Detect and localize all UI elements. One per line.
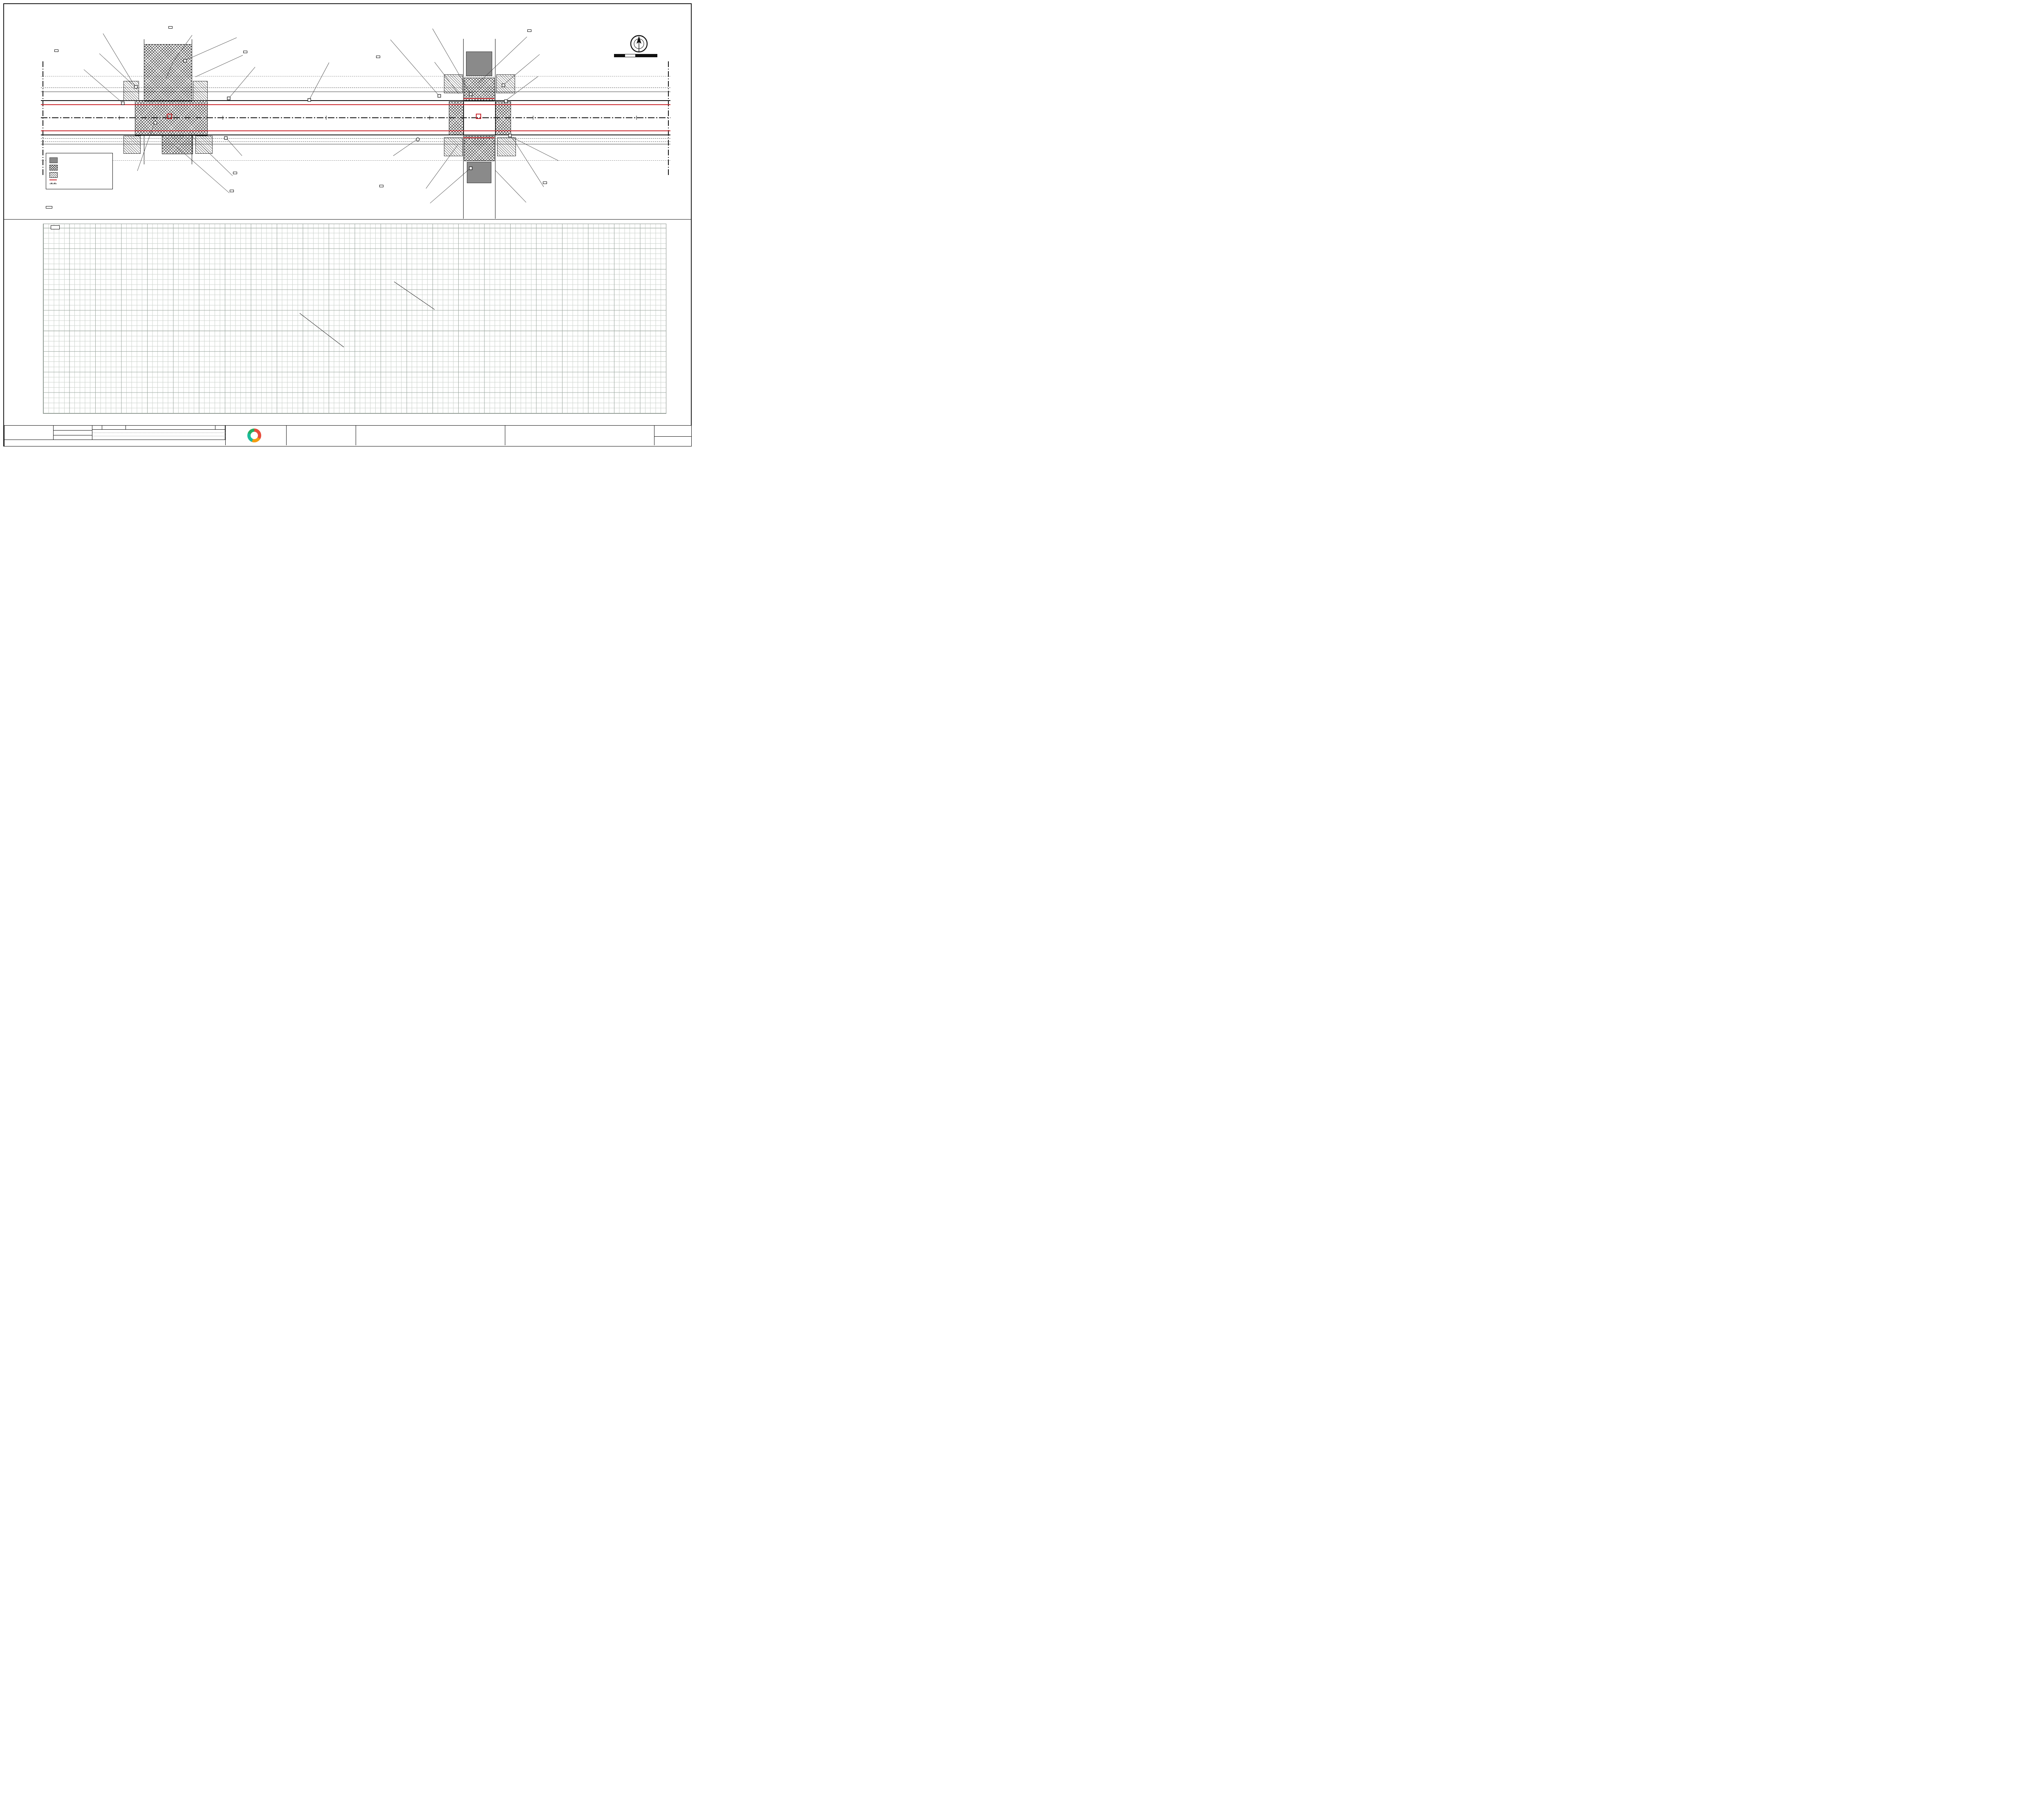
project-date-cell bbox=[4, 426, 54, 440]
plot-date-strip bbox=[4, 440, 225, 445]
project-title-cell bbox=[356, 426, 505, 445]
pavement-removal-swatch bbox=[49, 165, 58, 170]
sawcut-emmons-south bbox=[463, 137, 495, 138]
credits-cell bbox=[54, 426, 92, 440]
removal-callout bbox=[543, 182, 547, 184]
scale-bar bbox=[614, 49, 659, 58]
removal-callout bbox=[230, 190, 234, 192]
drawn-by-row bbox=[54, 426, 92, 431]
sidewalk-removal-swatch bbox=[49, 172, 58, 178]
profile-grid bbox=[43, 224, 666, 414]
msa-logo-icon bbox=[247, 428, 261, 442]
curb-removal-swatch: ✕ ✕ bbox=[49, 182, 57, 186]
utility-line-fo bbox=[41, 138, 670, 139]
sheet-title-cell bbox=[505, 426, 654, 445]
hatch-pavement-removal bbox=[449, 101, 464, 135]
plan-sheet: ✕ ✕ bbox=[0, 0, 695, 450]
removal-callout bbox=[54, 49, 58, 52]
rev-table-line bbox=[92, 429, 225, 430]
hatch-sidewalk-removal bbox=[496, 74, 515, 93]
msa-logo-cell bbox=[225, 426, 287, 445]
rev-header-by bbox=[215, 426, 225, 429]
sawcut-emmons-north bbox=[463, 98, 495, 99]
revision-table bbox=[92, 426, 225, 440]
rev-header-revision bbox=[126, 426, 215, 429]
utility-line-w bbox=[41, 141, 670, 142]
removal-callout bbox=[527, 29, 531, 32]
legend-item-sidewalk bbox=[49, 172, 109, 178]
curb-line-north bbox=[41, 100, 670, 101]
sawcut-line-north bbox=[41, 104, 670, 105]
utility-line-ss bbox=[41, 87, 670, 88]
legend-item-pavement bbox=[49, 165, 109, 170]
hatch-sidewalk-removal bbox=[123, 136, 141, 154]
plan-profile-divider bbox=[4, 219, 691, 220]
hatch-sidewalk-removal bbox=[123, 81, 139, 101]
phase-note bbox=[51, 225, 60, 229]
scale-segment bbox=[635, 54, 657, 57]
sawcut-swatch bbox=[49, 179, 57, 180]
msa-info-cell bbox=[287, 426, 356, 445]
removal-callout bbox=[233, 172, 237, 174]
legend: ✕ ✕ bbox=[46, 153, 113, 189]
hatch-pavement-removal bbox=[464, 136, 495, 161]
hatch-sidewalk-removal bbox=[444, 74, 463, 93]
centerline-reference-marker bbox=[167, 114, 172, 119]
legend-item-curb: ✕ ✕ bbox=[49, 182, 109, 186]
hatch-sidewalk-removal bbox=[497, 137, 516, 156]
rev-header-no bbox=[92, 426, 102, 429]
hatch-sidewalk-removal bbox=[195, 136, 213, 154]
removal-callout bbox=[168, 26, 173, 29]
mill-area-south bbox=[467, 162, 491, 183]
hatch-sidewalk-removal bbox=[193, 81, 208, 101]
mill-swatch bbox=[49, 157, 58, 163]
ex-leader-line bbox=[299, 313, 344, 348]
title-block bbox=[4, 425, 692, 446]
row-line-south bbox=[41, 160, 670, 161]
fg-leader-line bbox=[394, 281, 435, 310]
rev-header-date bbox=[102, 426, 126, 429]
designed-by-row bbox=[54, 431, 92, 435]
hatch-pavement-removal bbox=[495, 101, 511, 135]
project-no-box bbox=[654, 426, 691, 437]
centerline-reference-marker bbox=[476, 114, 481, 119]
north-arrow-icon bbox=[630, 35, 648, 53]
hatch-sidewalk-removal bbox=[444, 137, 463, 156]
match-line-right bbox=[668, 61, 669, 176]
legend-item-mill bbox=[49, 157, 109, 163]
sawcut-line-south bbox=[41, 130, 670, 131]
sheet-number-cell bbox=[654, 426, 691, 445]
removal-callout bbox=[243, 51, 247, 53]
scale-segment bbox=[625, 54, 636, 57]
scale-segment bbox=[614, 54, 625, 57]
hatch-pavement-removal bbox=[144, 44, 192, 101]
profile-plot bbox=[299, 281, 435, 348]
removal-callout bbox=[379, 185, 383, 187]
road-centerline bbox=[41, 117, 670, 118]
mill-area-north bbox=[466, 52, 492, 76]
legend-item-sawcut bbox=[49, 179, 109, 180]
hatch-pavement-removal bbox=[162, 135, 193, 154]
removal-callout bbox=[376, 56, 380, 58]
milling-quantity-note bbox=[46, 206, 52, 209]
sheet-no-box bbox=[654, 437, 691, 446]
